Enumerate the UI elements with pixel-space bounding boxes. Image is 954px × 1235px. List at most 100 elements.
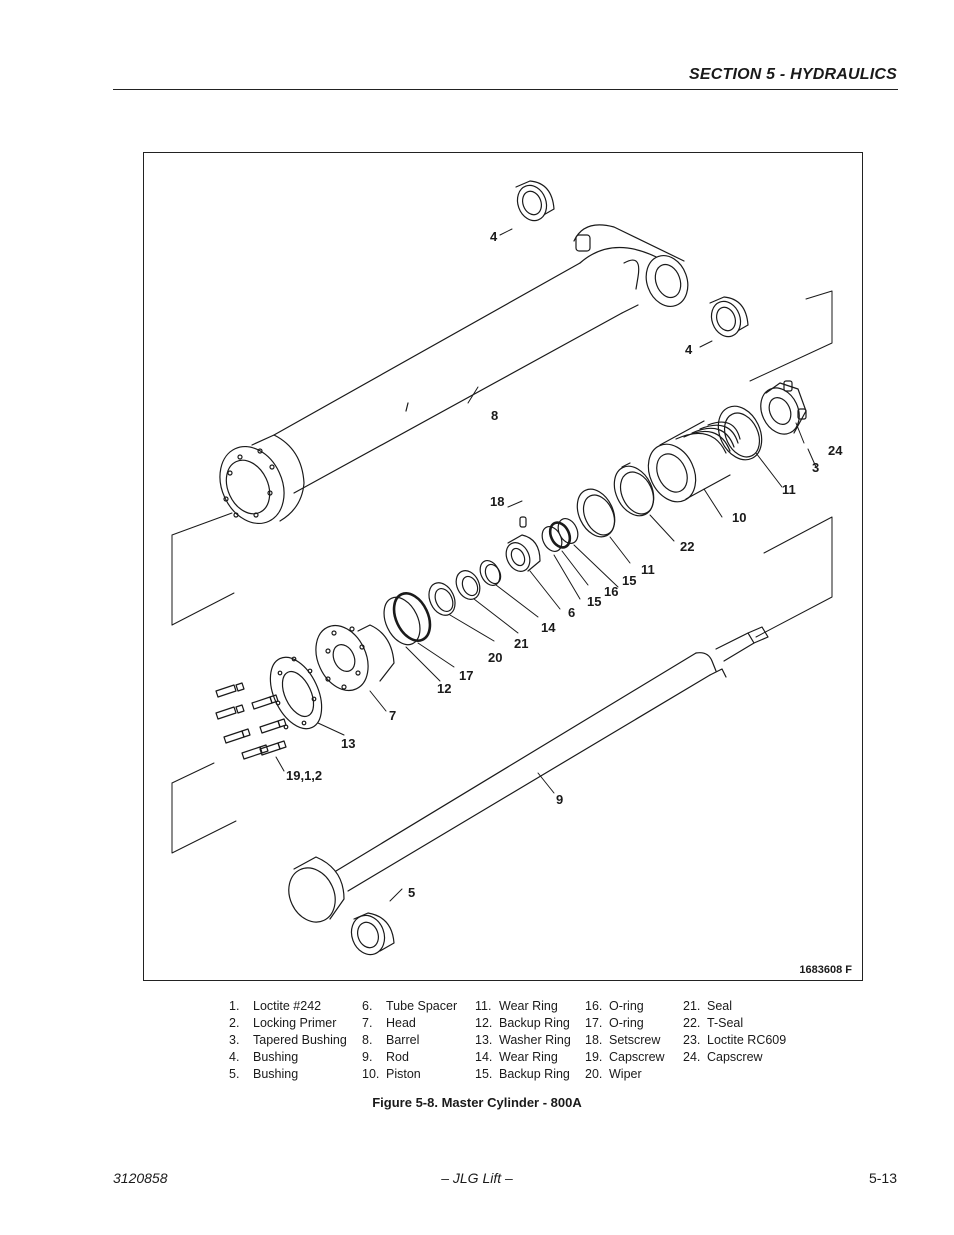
exploded-view-drawing: 4 4 8 24 3 11 10 18 22 11 15 16 15 6 14 … [171,180,852,976]
legend-item: 9. Rod [362,1049,457,1066]
legend-item-number: 3. [229,1033,240,1047]
callout-oring-17: 17 [459,668,473,683]
legend-item-number: 6. [362,999,373,1013]
legend-item-number: 24. [683,1050,701,1064]
callout-barrel: 8 [491,408,498,423]
legend-item-label: Wear Ring [499,1050,558,1064]
callout-backup-ring-15-a: 15 [622,573,636,588]
callout-capscrews-group: 19,1,2 [286,768,322,783]
legend-item-label: O-ring [609,999,644,1013]
legend-item-label: Wear Ring [499,999,558,1013]
callout-labels: 4 4 8 24 3 11 10 18 22 11 15 16 15 6 14 … [286,229,852,976]
head-drawing [315,624,395,692]
legend-item-number: 21. [683,999,701,1013]
tapered-bushing-drawing [760,380,807,435]
callout-tapered-bushing: 3 [812,460,819,475]
legend-item-number: 4. [229,1050,240,1064]
legend-item-label: Locking Primer [253,1016,337,1030]
legend-item: 13.Washer Ring [475,1032,571,1049]
capscrews-drawing [215,682,287,760]
legend-item-number: 2. [229,1016,240,1030]
tube-spacer-drawing [505,534,541,572]
callout-wear-ring-11-mid: 11 [641,562,655,577]
legend-item-label: Capscrew [707,1050,763,1064]
legend-item-number: 9. [362,1050,373,1064]
legend-item-number: 14. [475,1050,493,1064]
legend-item: 15.Backup Ring [475,1066,571,1083]
rod-drawing [288,626,769,923]
legend-item-number: 17. [585,1016,603,1030]
legend-item-number: 5. [229,1067,240,1081]
callout-setscrew: 18 [490,494,504,509]
header-rule [113,89,898,90]
wear-ring-mid-drawing [576,488,616,538]
legend-item-number: 12. [475,1016,493,1030]
legend-item-number: 8. [362,1033,373,1047]
legend-item: 14. Wear Ring [475,1049,571,1066]
legend-item: 8. Barrel [362,1032,457,1049]
legend-item-number: 20. [585,1067,603,1081]
legend-item-number: 16. [585,999,603,1013]
oring-backup-12-17-drawing [383,592,432,646]
legend-item-label: Capscrew [609,1050,665,1064]
figure-caption: Figure 5-8. Master Cylinder - 800A [372,1095,582,1110]
bushing-top-drawing [515,180,555,222]
legend-column-5: 21.Seal 22.T-Seal 23.Loctite RC609 24.Ca… [683,998,786,1066]
callout-piston: 10 [732,510,746,525]
legend-item-label: Seal [707,999,733,1013]
legend-item-label: Washer Ring [499,1033,571,1047]
footer-page-number: 5-13 [868,1170,897,1186]
legend-column-4: 16.O-ring 17.O-ring 18.Setscrew 19.Capsc… [585,998,665,1083]
legend-item: 4. Bushing [229,1049,347,1066]
callout-washer-ring: 13 [341,736,355,751]
backup-ring-and-oring-drawing [541,518,579,552]
section-title: SECTION 5 - HYDRAULICS [689,66,897,83]
legend-item: 7.Head [362,1015,457,1032]
legend-item-number: 15. [475,1067,493,1081]
legend-item-label: Wiper [609,1067,642,1081]
callout-oring-16: 16 [604,584,618,599]
legend-item-number: 7. [362,1016,373,1030]
tseal-drawing [613,462,655,517]
drawing-number: 1683608 F [799,964,852,976]
callout-backup-ring-15-b: 15 [587,594,601,609]
legend-item-label: Bushing [253,1067,299,1081]
figure-frame: 4 4 8 24 3 11 10 18 22 11 15 16 15 6 14 … [143,152,863,981]
legend-item: 20. Wiper [585,1066,665,1083]
legend-item-label: Backup Ring [499,1016,570,1030]
callout-head: 7 [389,708,396,723]
callout-bushing-right: 4 [685,342,693,357]
legend-item-label: T-Seal [707,1016,744,1030]
legend-column-1: 1.Loctite #242 2.Locking Primer 3.Tapere… [229,998,347,1083]
legend-column-2: 6. Tube Spacer 7.Head 8. Barrel 9. Rod 10. P… [362,998,457,1083]
legend-item-label: Rod [386,1050,409,1064]
legend-item-label: Tube Spacer [386,999,458,1013]
legend-item-label: Barrel [386,1033,420,1047]
legend-item-label: Setscrew [609,1033,661,1047]
callout-wear-ring-14: 14 [541,620,556,635]
callout-rod: 9 [556,792,563,807]
legend-item: 10. Piston [362,1066,457,1083]
callout-wiper: 20 [488,650,502,665]
callout-bushing-top: 4 [490,229,498,244]
legend-item-number: 10. [362,1067,380,1081]
wear-ring-14-drawing [479,560,502,586]
callout-backup-ring-12: 12 [437,681,451,696]
callout-tube-spacer: 6 [568,605,575,620]
legend-item: 5. Bushing [229,1066,347,1083]
callout-capscrew-24: 24 [828,443,843,458]
wear-ring-right-drawing [717,405,763,461]
legend-item: 18.Setscrew [585,1032,665,1049]
seal-21-drawing [455,570,481,600]
legend-item: 24. Capscrew [683,1049,786,1066]
legend-item: 11. Wear Ring [475,998,571,1015]
legend-item-label: Bushing [253,1050,299,1064]
legend-item-number: 23. [683,1033,701,1047]
setscrew-drawing [519,516,527,528]
legend-item-label: Loctite RC609 [707,1033,787,1047]
washer-ring-drawing [269,656,323,730]
legend-item: 23. Loctite RC609 [683,1032,786,1049]
callout-wear-ring-11-right: 11 [782,482,796,497]
legend-item-number: 11. [475,999,492,1013]
legend-item-label: Piston [386,1067,421,1081]
